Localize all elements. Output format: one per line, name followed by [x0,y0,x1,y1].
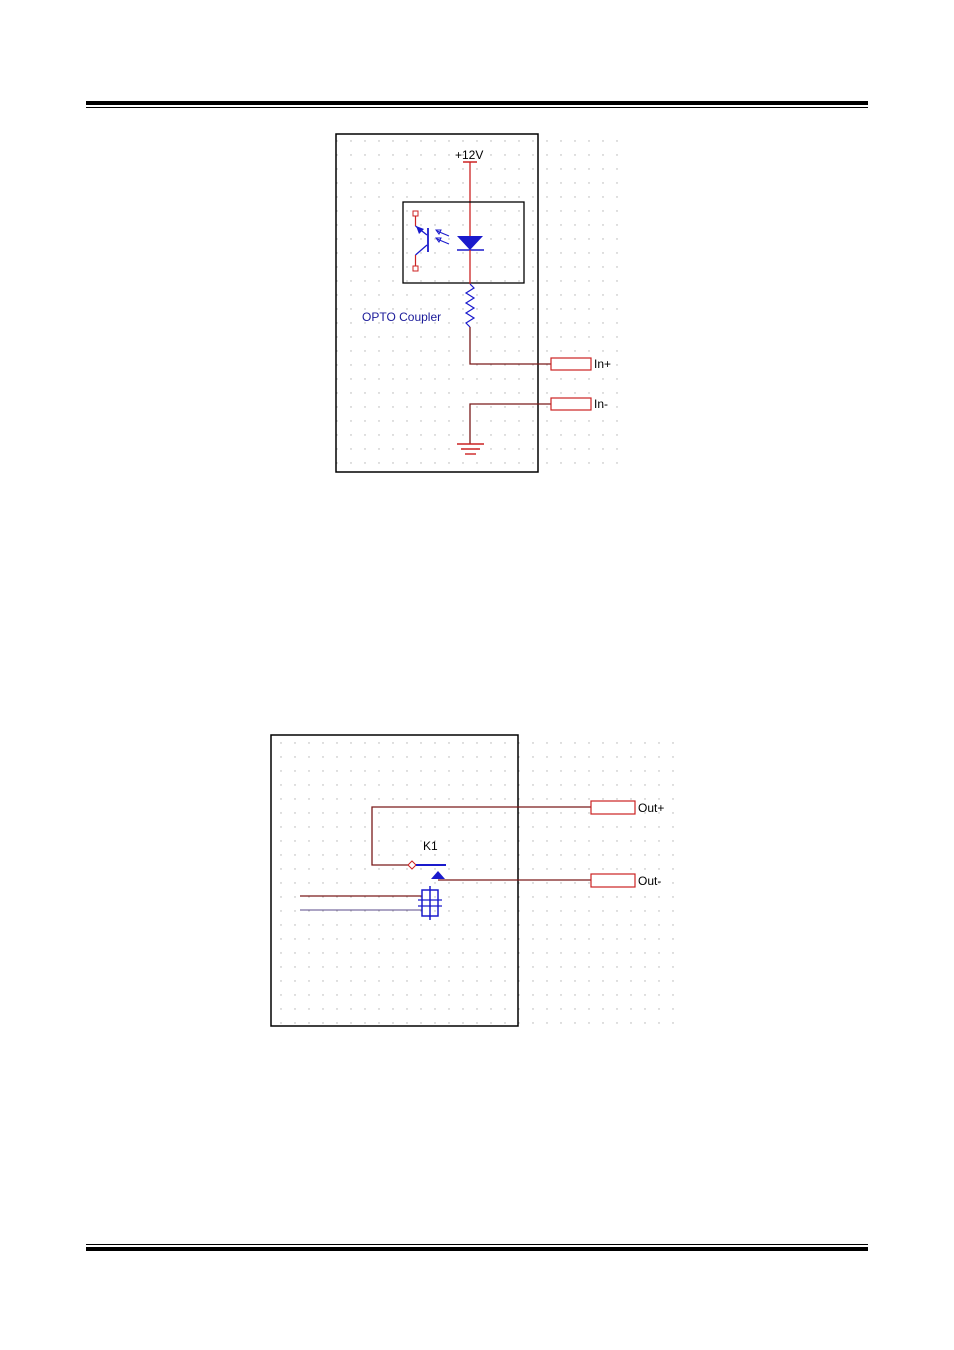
out-plus-label: Out+ [638,801,664,815]
in-minus-terminal [551,398,591,410]
relay-label: K1 [423,839,438,853]
in-plus-label: In+ [594,357,611,371]
out-minus-terminal [591,874,635,887]
voltage-label: +12V [455,148,483,162]
grid-area [336,132,626,474]
out-minus-label: Out- [638,874,661,888]
opto-coupler-label: OPTO Coupler [362,310,441,324]
input-circuit-diagram: +12V OPTO Couple [336,132,626,474]
in-plus-terminal [551,358,591,370]
out-plus-terminal [591,801,635,814]
relay-coil-icon [418,886,442,920]
in-minus-label: In- [594,397,608,411]
output-circuit-diagram: Out+ K1 Out- [271,732,683,1030]
